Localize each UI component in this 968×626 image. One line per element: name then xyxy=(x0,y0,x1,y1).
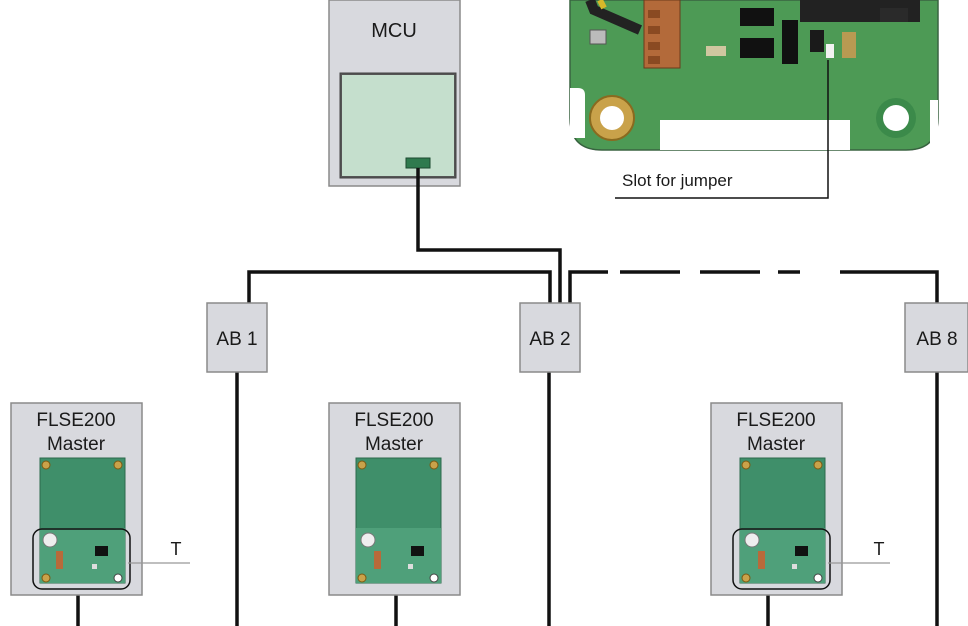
flse200-master-1: FLSE200 Master T xyxy=(10,402,190,596)
device-title: FLSE200 xyxy=(736,410,815,431)
pcb-photo xyxy=(569,0,939,151)
flse200-master-3: FLSE200 Master T xyxy=(710,402,890,596)
device-title: FLSE200 xyxy=(36,410,115,431)
ab-box-2: AB 2 xyxy=(519,302,581,373)
ab-box-label: AB 8 xyxy=(916,329,957,350)
device-subtitle: Master xyxy=(365,434,424,455)
terminator-label: T xyxy=(874,539,885,559)
device-title: FLSE200 xyxy=(354,410,433,431)
ab-box-label: AB 1 xyxy=(216,329,257,350)
device-subtitle: Master xyxy=(747,434,806,455)
terminator-label: T xyxy=(171,539,182,559)
flse200-master-2: FLSE200 Master xyxy=(328,402,461,596)
jumper-callout-label: Slot for jumper xyxy=(622,171,733,190)
bus-wiring xyxy=(76,168,939,626)
ab-box-1: AB 1 xyxy=(206,302,268,373)
ab-box-label: AB 2 xyxy=(529,329,570,350)
mcu-label: MCU xyxy=(371,20,417,42)
ab-box-8: AB 8 xyxy=(904,302,968,373)
device-subtitle: Master xyxy=(47,434,106,455)
mcu-unit: MCU xyxy=(328,0,461,187)
jumper-callout: Slot for jumper xyxy=(615,60,829,199)
